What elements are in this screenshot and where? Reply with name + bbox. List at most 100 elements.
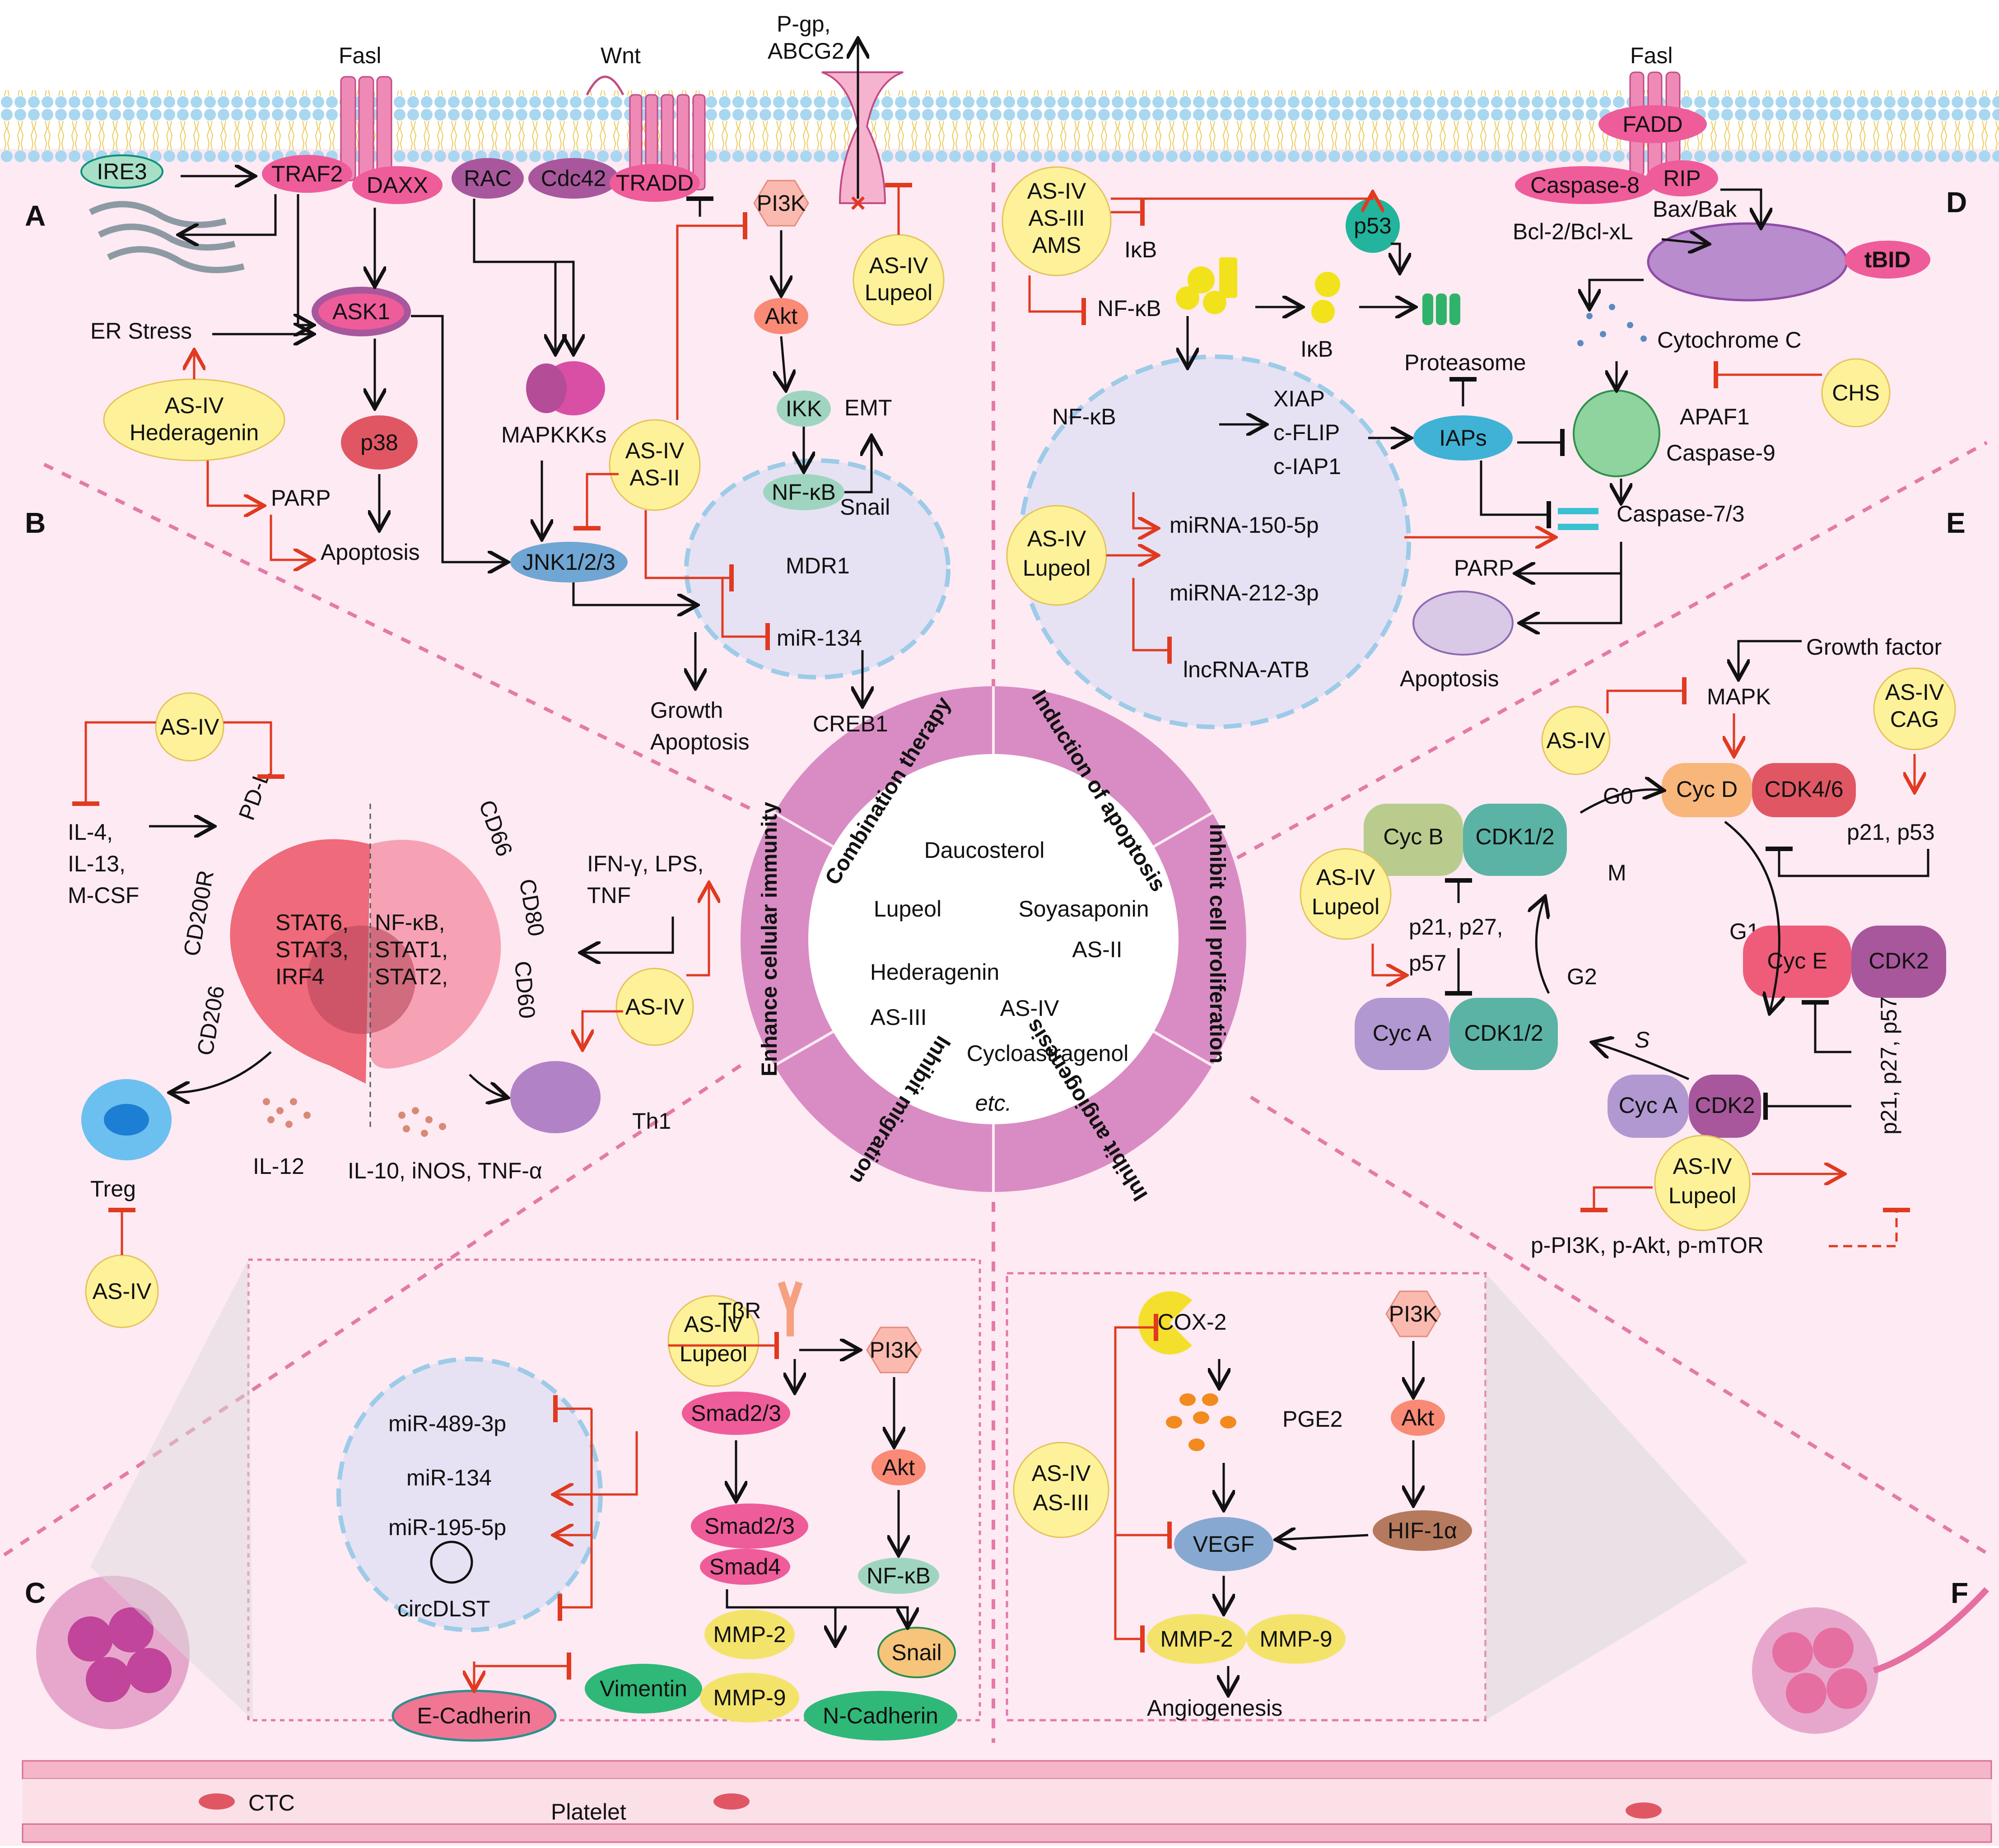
svg-text:NF-κB,: NF-κB, xyxy=(375,910,445,935)
blood-vessel: CTC Platelet xyxy=(22,1760,1992,1843)
creb1-label: CREB1 xyxy=(813,711,888,736)
smad23-node-b xyxy=(691,1504,808,1549)
svg-text:AS-IV: AS-IV xyxy=(165,393,224,418)
svg-text:Akt: Akt xyxy=(882,1455,915,1480)
fadd-node xyxy=(1598,105,1707,143)
il4-label: IL-4, xyxy=(68,819,113,845)
il12-label: IL-12 xyxy=(253,1154,304,1179)
cdk2-node-a xyxy=(1851,926,1946,998)
svg-text:AS-IV: AS-IV xyxy=(93,1279,152,1304)
central-ring-inner xyxy=(808,754,1179,1124)
svg-text:CDK4/6: CDK4/6 xyxy=(1764,777,1843,802)
svg-text:TRADD: TRADD xyxy=(616,170,694,196)
svg-text:CHS: CHS xyxy=(1832,380,1880,405)
mdr1-label: MDR1 xyxy=(786,553,850,578)
panel-f: COX-2 PI3K PGE2 Akt AS-IV AS-III VEGF HI… xyxy=(1006,1272,1990,1734)
proteasome-icon xyxy=(1422,293,1460,325)
ikb-label-1: IκB xyxy=(1124,237,1157,262)
mmp2-node-c xyxy=(704,1610,795,1659)
svg-text:MMP-2: MMP-2 xyxy=(713,1622,786,1647)
ring-label-immunity: Enhance cellular immunity xyxy=(758,802,782,1076)
apoptotic-cell-icon xyxy=(1412,591,1514,656)
svg-text:AS-IV: AS-IV xyxy=(684,1312,743,1337)
svg-text:Cyc A: Cyc A xyxy=(1373,1020,1432,1046)
rip-node xyxy=(1646,160,1718,196)
compound-as-iii: AS-III xyxy=(870,1005,927,1030)
il13-label: IL-13, xyxy=(68,851,126,876)
herb-asiv-asiii-f xyxy=(1013,1442,1109,1538)
panel-e: Growth factor MAPK AS-IV AS-IV CAG G0 Cy… xyxy=(1300,634,1956,1258)
panel-letter-b: B xyxy=(25,507,46,539)
pi3k-node-c xyxy=(866,1327,922,1373)
er-icon xyxy=(89,201,245,273)
ifn-label: IFN-γ, LPS, xyxy=(587,851,704,876)
cdc42-node xyxy=(528,158,619,199)
hif-node xyxy=(1373,1510,1472,1551)
svg-text:AS-IV: AS-IV xyxy=(1885,680,1944,705)
svg-text:AS-III: AS-III xyxy=(1033,1490,1089,1515)
svg-text:AS-II: AS-II xyxy=(629,465,680,490)
svg-text:tBID: tBID xyxy=(1864,247,1911,272)
ciap1-label: c-IAP1 xyxy=(1273,454,1341,479)
svg-text:PI3K: PI3K xyxy=(757,191,806,216)
svg-text:AS-III: AS-III xyxy=(1028,205,1085,231)
smad4-node xyxy=(700,1549,790,1585)
svg-text:NF-κB: NF-κB xyxy=(867,1563,931,1588)
svg-text:Cyc B: Cyc B xyxy=(1383,824,1443,849)
th1-cell xyxy=(510,1061,601,1133)
p38-node xyxy=(341,415,418,470)
ctc-label: CTC xyxy=(248,1790,295,1815)
svg-text:Cyc E: Cyc E xyxy=(1767,948,1827,973)
apoptosome-icon xyxy=(1573,390,1660,477)
nfkb-complex-icon xyxy=(1176,257,1340,323)
svg-text:Akt: Akt xyxy=(765,303,797,329)
herb-asiv-b-top xyxy=(155,692,224,762)
svg-text:IRF4: IRF4 xyxy=(275,964,324,989)
svg-text:AS-IV: AS-IV xyxy=(1027,526,1086,551)
panel-letter-d: D xyxy=(1946,186,1967,219)
emt-label: EMT xyxy=(844,395,892,420)
cytochrome-c-label: Cytochrome C xyxy=(1657,327,1802,353)
panel-letter-e: E xyxy=(1946,507,1966,539)
cycb-node xyxy=(1364,804,1463,876)
svg-text:RIP: RIP xyxy=(1663,166,1701,191)
svg-text:AS-IV: AS-IV xyxy=(1673,1154,1732,1179)
fasl-label-d: Fasl xyxy=(1630,43,1673,68)
svg-text:MMP-9: MMP-9 xyxy=(1259,1626,1332,1652)
svg-text:CDK2: CDK2 xyxy=(1869,948,1929,973)
bcl2-label: Bcl-2/Bcl-xL xyxy=(1513,219,1633,244)
svg-text:TRAF2: TRAF2 xyxy=(271,161,343,186)
svg-text:RAC: RAC xyxy=(464,166,512,191)
compound-as-iv: AS-IV xyxy=(1000,996,1059,1021)
metastatic-tumor-icon xyxy=(1752,1587,1990,1734)
growth-label: Growth xyxy=(650,698,723,723)
panel-letter-c: C xyxy=(25,1577,46,1609)
abcg2-label: ABCG2 xyxy=(768,38,844,64)
tbid-node xyxy=(1845,241,1930,279)
svg-text:Snail: Snail xyxy=(891,1640,941,1665)
svg-text:AS-IV: AS-IV xyxy=(625,994,685,1019)
cytochrome-dots xyxy=(1577,304,1647,346)
svg-text:Cdc42: Cdc42 xyxy=(541,166,606,191)
vegf-node xyxy=(1174,1517,1273,1571)
svg-text:CAG: CAG xyxy=(1890,707,1939,732)
akt-node-c xyxy=(871,1449,926,1485)
circdlst-label: circDLST xyxy=(397,1596,490,1621)
compound-soyasaponin: Soyasaponin xyxy=(1018,896,1149,922)
cd60-label: CD60 xyxy=(510,960,540,1019)
compound-as-ii: AS-II xyxy=(1072,937,1122,962)
herb-asiv-e1 xyxy=(1541,706,1611,775)
caspase73-icon xyxy=(1558,508,1598,514)
ikb-label-2: IκB xyxy=(1300,336,1333,362)
angiogenesis-label: Angiogenesis xyxy=(1147,1695,1282,1721)
circdlst-icon xyxy=(430,1541,473,1584)
herb-asiv-cag xyxy=(1873,667,1956,750)
tbr-receptor-icon xyxy=(778,1281,803,1336)
caspase9-label: Caspase-9 xyxy=(1666,440,1775,465)
smad23-node-a xyxy=(682,1392,790,1435)
s-phase-label: S xyxy=(1635,1027,1650,1052)
mmp9-node-f xyxy=(1246,1614,1346,1664)
parp-label-d: PARP xyxy=(1454,555,1514,581)
